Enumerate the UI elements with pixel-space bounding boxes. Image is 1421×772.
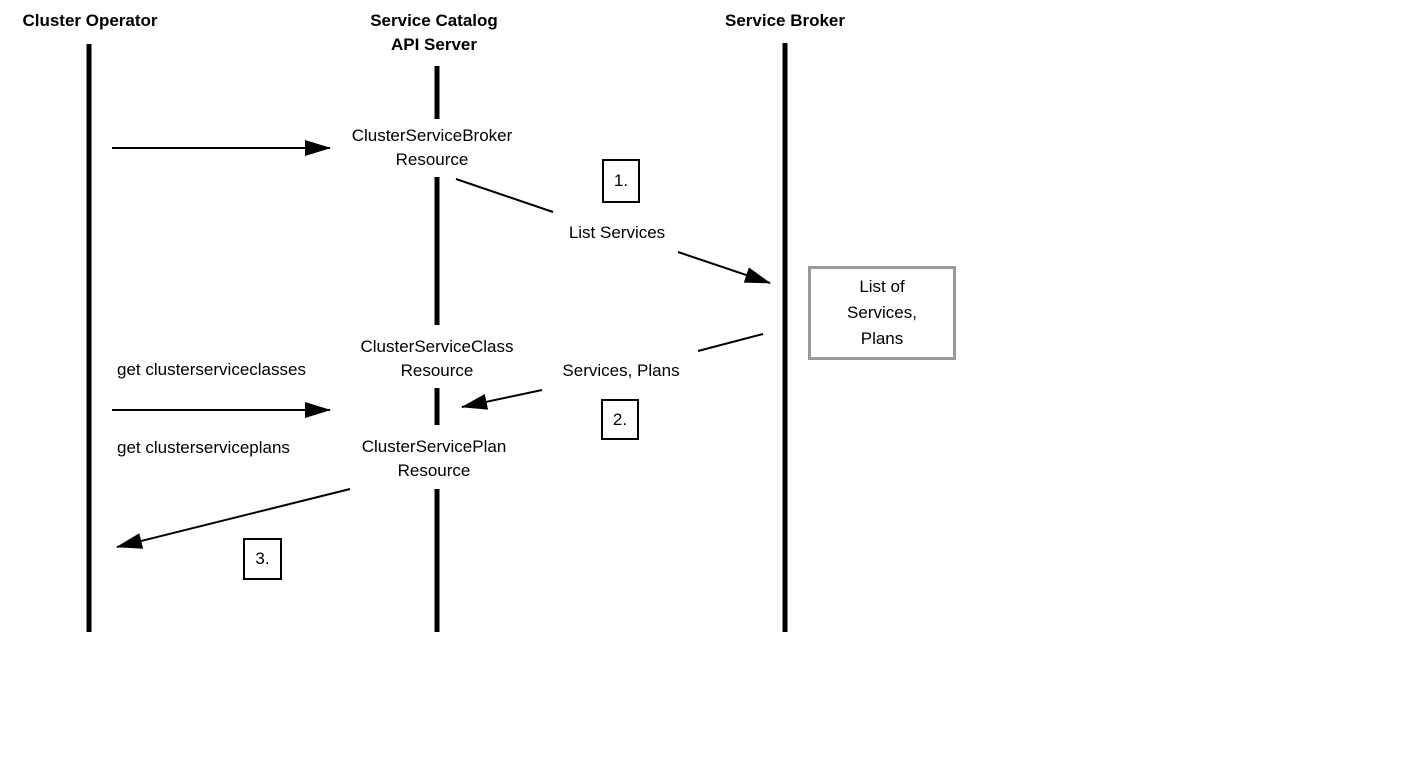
label-clusterservicebroker-line2: Resource (395, 150, 469, 169)
arrow-services-plans-to-api-server (461, 389, 543, 410)
actor-title-cluster-operator: Cluster Operator (22, 11, 158, 30)
step-box-2: 2. (601, 399, 639, 440)
label-clusterservicebroker-resource: ClusterServiceBroker Resource (332, 124, 532, 172)
actor-title-api-server-line1: Service Catalog (370, 11, 498, 30)
label-clusterservicebroker-line1: ClusterServiceBroker (351, 126, 513, 145)
step-box-3: 3. (243, 538, 282, 580)
connector-service-broker-to-services-plans (697, 333, 764, 352)
step-box-1: 1. (602, 159, 640, 203)
label-clusterserviceplan-line2: Resource (397, 461, 471, 480)
connector-broker-resource-to-list-services (455, 178, 554, 213)
note-box-list-of-services-plans: List of Services, Plans (808, 266, 956, 360)
label-clusterserviceclass-line1: ClusterServiceClass (360, 337, 514, 356)
label-clusterserviceclass-resource: ClusterServiceClass Resource (337, 335, 537, 383)
message-label-services-plans: Services, Plans (562, 361, 680, 380)
message-label-get-clusterserviceclasses: get clusterserviceclasses (117, 360, 306, 379)
message-label-list-services: List Services (568, 223, 666, 242)
message-label-get-clusterserviceplans: get clusterserviceplans (117, 438, 290, 457)
actor-title-api-server-line2: API Server (391, 35, 477, 54)
actor-title-service-broker: Service Broker (724, 11, 846, 30)
arrow-list-services-to-service-broker (677, 251, 771, 284)
actor-title-api-server: Service Catalog API Server (334, 9, 534, 57)
label-clusterserviceplan-line1: ClusterServicePlan (361, 437, 507, 456)
label-clusterserviceclass-line2: Resource (400, 361, 474, 380)
note-box-line1: List of (859, 277, 905, 296)
note-box-line2: Services, (847, 303, 917, 322)
note-box-line3: Plans (860, 329, 904, 348)
label-clusterserviceplan-resource: ClusterServicePlan Resource (334, 435, 534, 483)
arrow-plan-resource-to-operator (116, 488, 351, 549)
